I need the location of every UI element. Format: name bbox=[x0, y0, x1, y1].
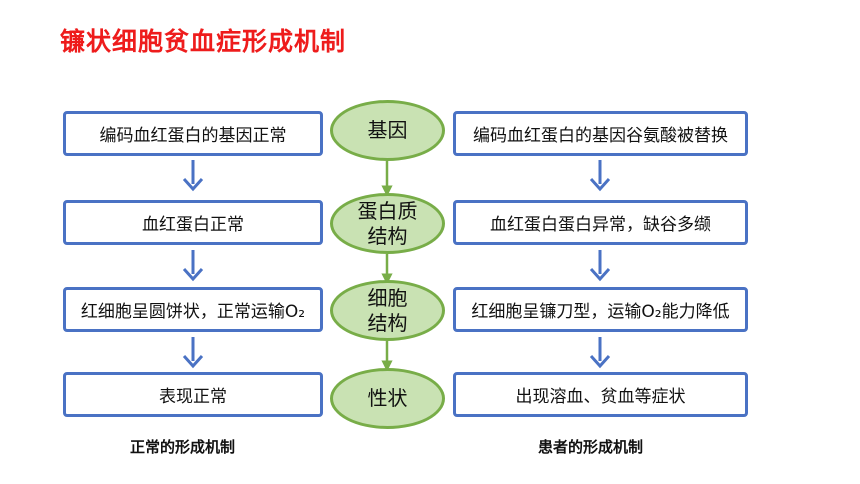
normal-step-phenotype: 表现正常 bbox=[63, 372, 323, 417]
normal-step-red-cell: 红细胞呈圆饼状，正常运输O₂ bbox=[63, 287, 323, 332]
center-node-cell-line2: 结构 bbox=[367, 310, 408, 335]
center-node-protein-line2: 结构 bbox=[367, 223, 408, 248]
patient-step-hemoglobin: 血红蛋白蛋白异常，缺谷多缬 bbox=[453, 200, 748, 245]
center-node-protein-line1: 蛋白质 bbox=[357, 198, 418, 223]
normal-arrow-3 bbox=[182, 337, 204, 369]
patient-step-symptoms: 出现溶血、贫血等症状 bbox=[453, 372, 748, 417]
patient-step-gene: 编码血红蛋白的基因谷氨酸被替换 bbox=[453, 111, 748, 156]
center-node-gene: 基因 bbox=[330, 100, 445, 161]
patient-step-red-cell: 红细胞呈镰刀型，运输O₂能力降低 bbox=[453, 287, 748, 332]
center-node-cell-structure: 细胞 结构 bbox=[330, 280, 445, 341]
normal-arrow-1 bbox=[182, 160, 204, 192]
patient-arrow-2 bbox=[589, 250, 611, 282]
normal-caption: 正常的形成机制 bbox=[130, 438, 236, 456]
center-node-trait-label: 性状 bbox=[367, 386, 408, 410]
normal-arrow-2 bbox=[182, 250, 204, 282]
center-node-cell-line1: 细胞 bbox=[367, 285, 408, 310]
center-node-trait: 性状 bbox=[330, 368, 445, 429]
page-title: 镰状细胞贫血症形成机制 bbox=[60, 27, 347, 56]
normal-step-gene: 编码血红蛋白的基因正常 bbox=[63, 111, 323, 156]
center-node-gene-label: 基因 bbox=[367, 118, 408, 142]
patient-arrow-1 bbox=[589, 160, 611, 192]
center-node-protein-structure: 蛋白质 结构 bbox=[330, 193, 445, 254]
patient-caption: 患者的形成机制 bbox=[538, 438, 644, 456]
patient-arrow-3 bbox=[589, 337, 611, 369]
normal-step-hemoglobin: 血红蛋白正常 bbox=[63, 200, 323, 245]
